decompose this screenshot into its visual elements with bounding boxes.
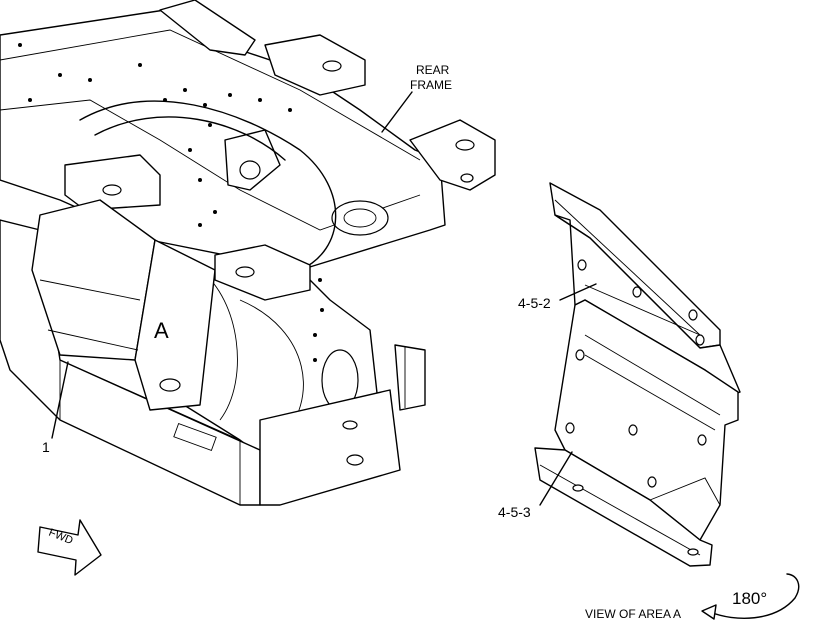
callout-1: 1 [42,439,50,455]
rear-frame-assembly [0,0,496,506]
view-caption: VIEW OF AREA A [585,607,681,621]
callout-4-5-2-leader [559,283,597,301]
callout-4-5-3-leader [539,451,573,506]
fwd-arrow: FWD [37,519,102,576]
rotation-label: 180° [732,589,767,608]
rear-frame-label: REAR FRAME [410,63,453,92]
rotation-indicator: 180° [701,573,800,620]
rear-frame-leader [381,91,413,133]
callout-4-5-3: 4-5-3 [498,504,531,520]
callout-4-5-2: 4-5-2 [518,295,551,311]
callout-1-leader [51,361,69,439]
area-label: A [154,318,169,343]
frame-bolt-holes [18,43,324,362]
area-a-detail [534,182,741,567]
